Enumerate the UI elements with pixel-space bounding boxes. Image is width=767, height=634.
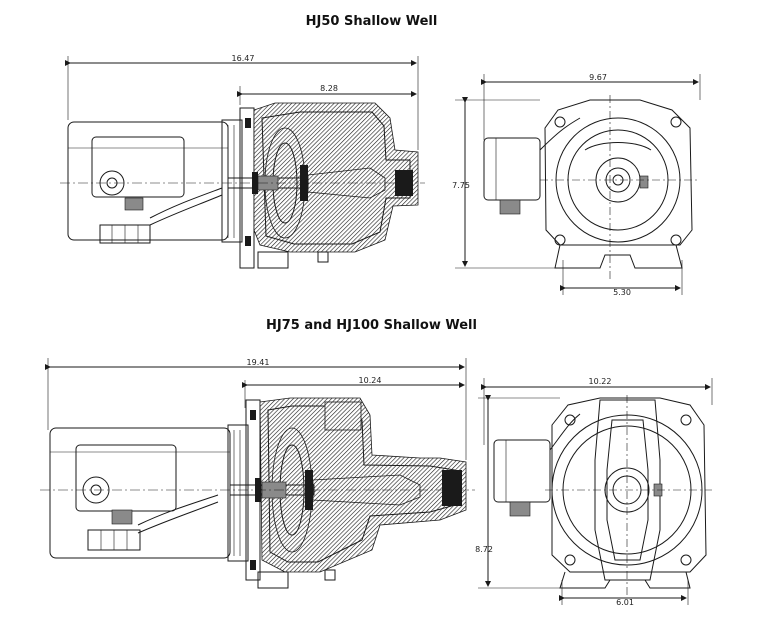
dim-pump-length-hj50: 8.28 xyxy=(320,84,338,93)
dim-pump-length-hj75: 10.24 xyxy=(359,376,382,385)
hj50-side-view xyxy=(60,56,425,269)
dim-width-hj75: 10.22 xyxy=(589,377,612,386)
dim-overall-length-hj50: 16.47 xyxy=(232,54,255,63)
hj75-hj100-side-view xyxy=(40,358,475,589)
dim-base-width-hj75: 6.01 xyxy=(616,598,634,607)
hj50-end-view xyxy=(455,74,701,295)
dim-overall-length-hj75: 19.41 xyxy=(247,358,270,367)
dim-width-hj50: 9.67 xyxy=(589,73,607,82)
dim-base-width-hj50: 5.30 xyxy=(613,288,631,297)
diagram-title-hj50: HJ50 Shallow Well xyxy=(305,14,438,29)
dim-height-hj50: 7.75 xyxy=(452,181,470,190)
dim-height-hj75: 8.72 xyxy=(475,545,493,554)
diagram-title-hj75-hj100: HJ75 and HJ100 Shallow Well xyxy=(266,318,477,333)
hj75-hj100-end-view xyxy=(478,378,713,605)
